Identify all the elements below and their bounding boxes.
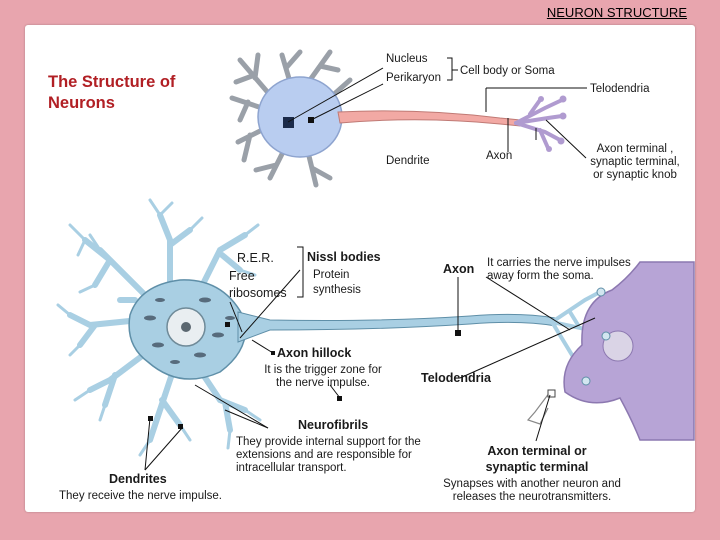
inset-arrow <box>526 391 551 425</box>
heading-line-1: The Structure of <box>48 73 176 91</box>
top-soma <box>257 76 343 158</box>
nissl-bodies <box>144 297 235 364</box>
main-heading: The Structure of Neurons <box>48 72 175 114</box>
label-protein: Protein <box>313 269 350 281</box>
heading-line-2: Neurons <box>48 94 115 112</box>
label-rer: R.E.R. <box>237 251 274 265</box>
label-axon-hillock: Axon hillock <box>277 346 352 360</box>
label-free: Free <box>229 269 255 283</box>
detailed-axon <box>237 311 557 343</box>
simple-neuron-diagram <box>229 49 567 188</box>
label-dendrites: Dendrites <box>109 472 167 486</box>
label-axon-top: Axon <box>486 150 513 162</box>
label-axon-terminal-top: Axon terminal , synaptic terminal, or sy… <box>590 143 680 181</box>
detailed-dendrite-twigs <box>56 198 262 457</box>
nucleolus <box>181 322 191 332</box>
top-nucleus-marker <box>283 117 294 128</box>
top-telodendria <box>514 98 564 150</box>
label-cell-body: Cell body or Soma <box>460 65 555 77</box>
label-ribosomes: ribosomes <box>229 286 287 300</box>
neurofibrils-description: They provide internal support for the ex… <box>236 436 421 474</box>
hillock-description: It is the trigger zone for the nerve imp… <box>264 364 382 389</box>
top-leader-lines <box>287 57 587 159</box>
label-perikaryon: Perikaryon <box>386 72 441 84</box>
label-nissl-bodies: Nissl bodies <box>307 250 381 264</box>
label-telodendria-bottom: Telodendria <box>421 371 491 385</box>
label-synthesis: synthesis <box>313 284 361 296</box>
target-nucleus <box>602 330 634 362</box>
content-panel <box>25 25 695 512</box>
terminal-description: Synapses with another neuron and release… <box>443 478 621 503</box>
bottom-leader-lines <box>144 246 596 471</box>
label-nucleus: Nucleus <box>386 53 428 65</box>
label-dendrite: Dendrite <box>386 155 430 167</box>
detailed-synaptic-knobs <box>581 287 611 386</box>
terminal-marker <box>547 389 556 398</box>
label-axon-terminal-bottom: Axon terminal or synaptic terminal <box>485 444 589 474</box>
axon-description: It carries the nerve impulses away form … <box>487 257 631 282</box>
bottom-leader-markers <box>148 322 461 429</box>
slide-title: NEURON STRUCTURE <box>546 5 687 20</box>
dendrites-description: They receive the nerve impulse. <box>59 490 222 502</box>
top-synaptic-knobs <box>538 95 567 152</box>
label-neurofibrils: Neurofibrils <box>298 418 369 432</box>
label-telodendria-top: Telodendria <box>590 83 650 95</box>
detailed-neuron <box>56 198 695 457</box>
label-axon-bottom: Axon <box>443 262 475 276</box>
top-axon <box>337 110 521 127</box>
